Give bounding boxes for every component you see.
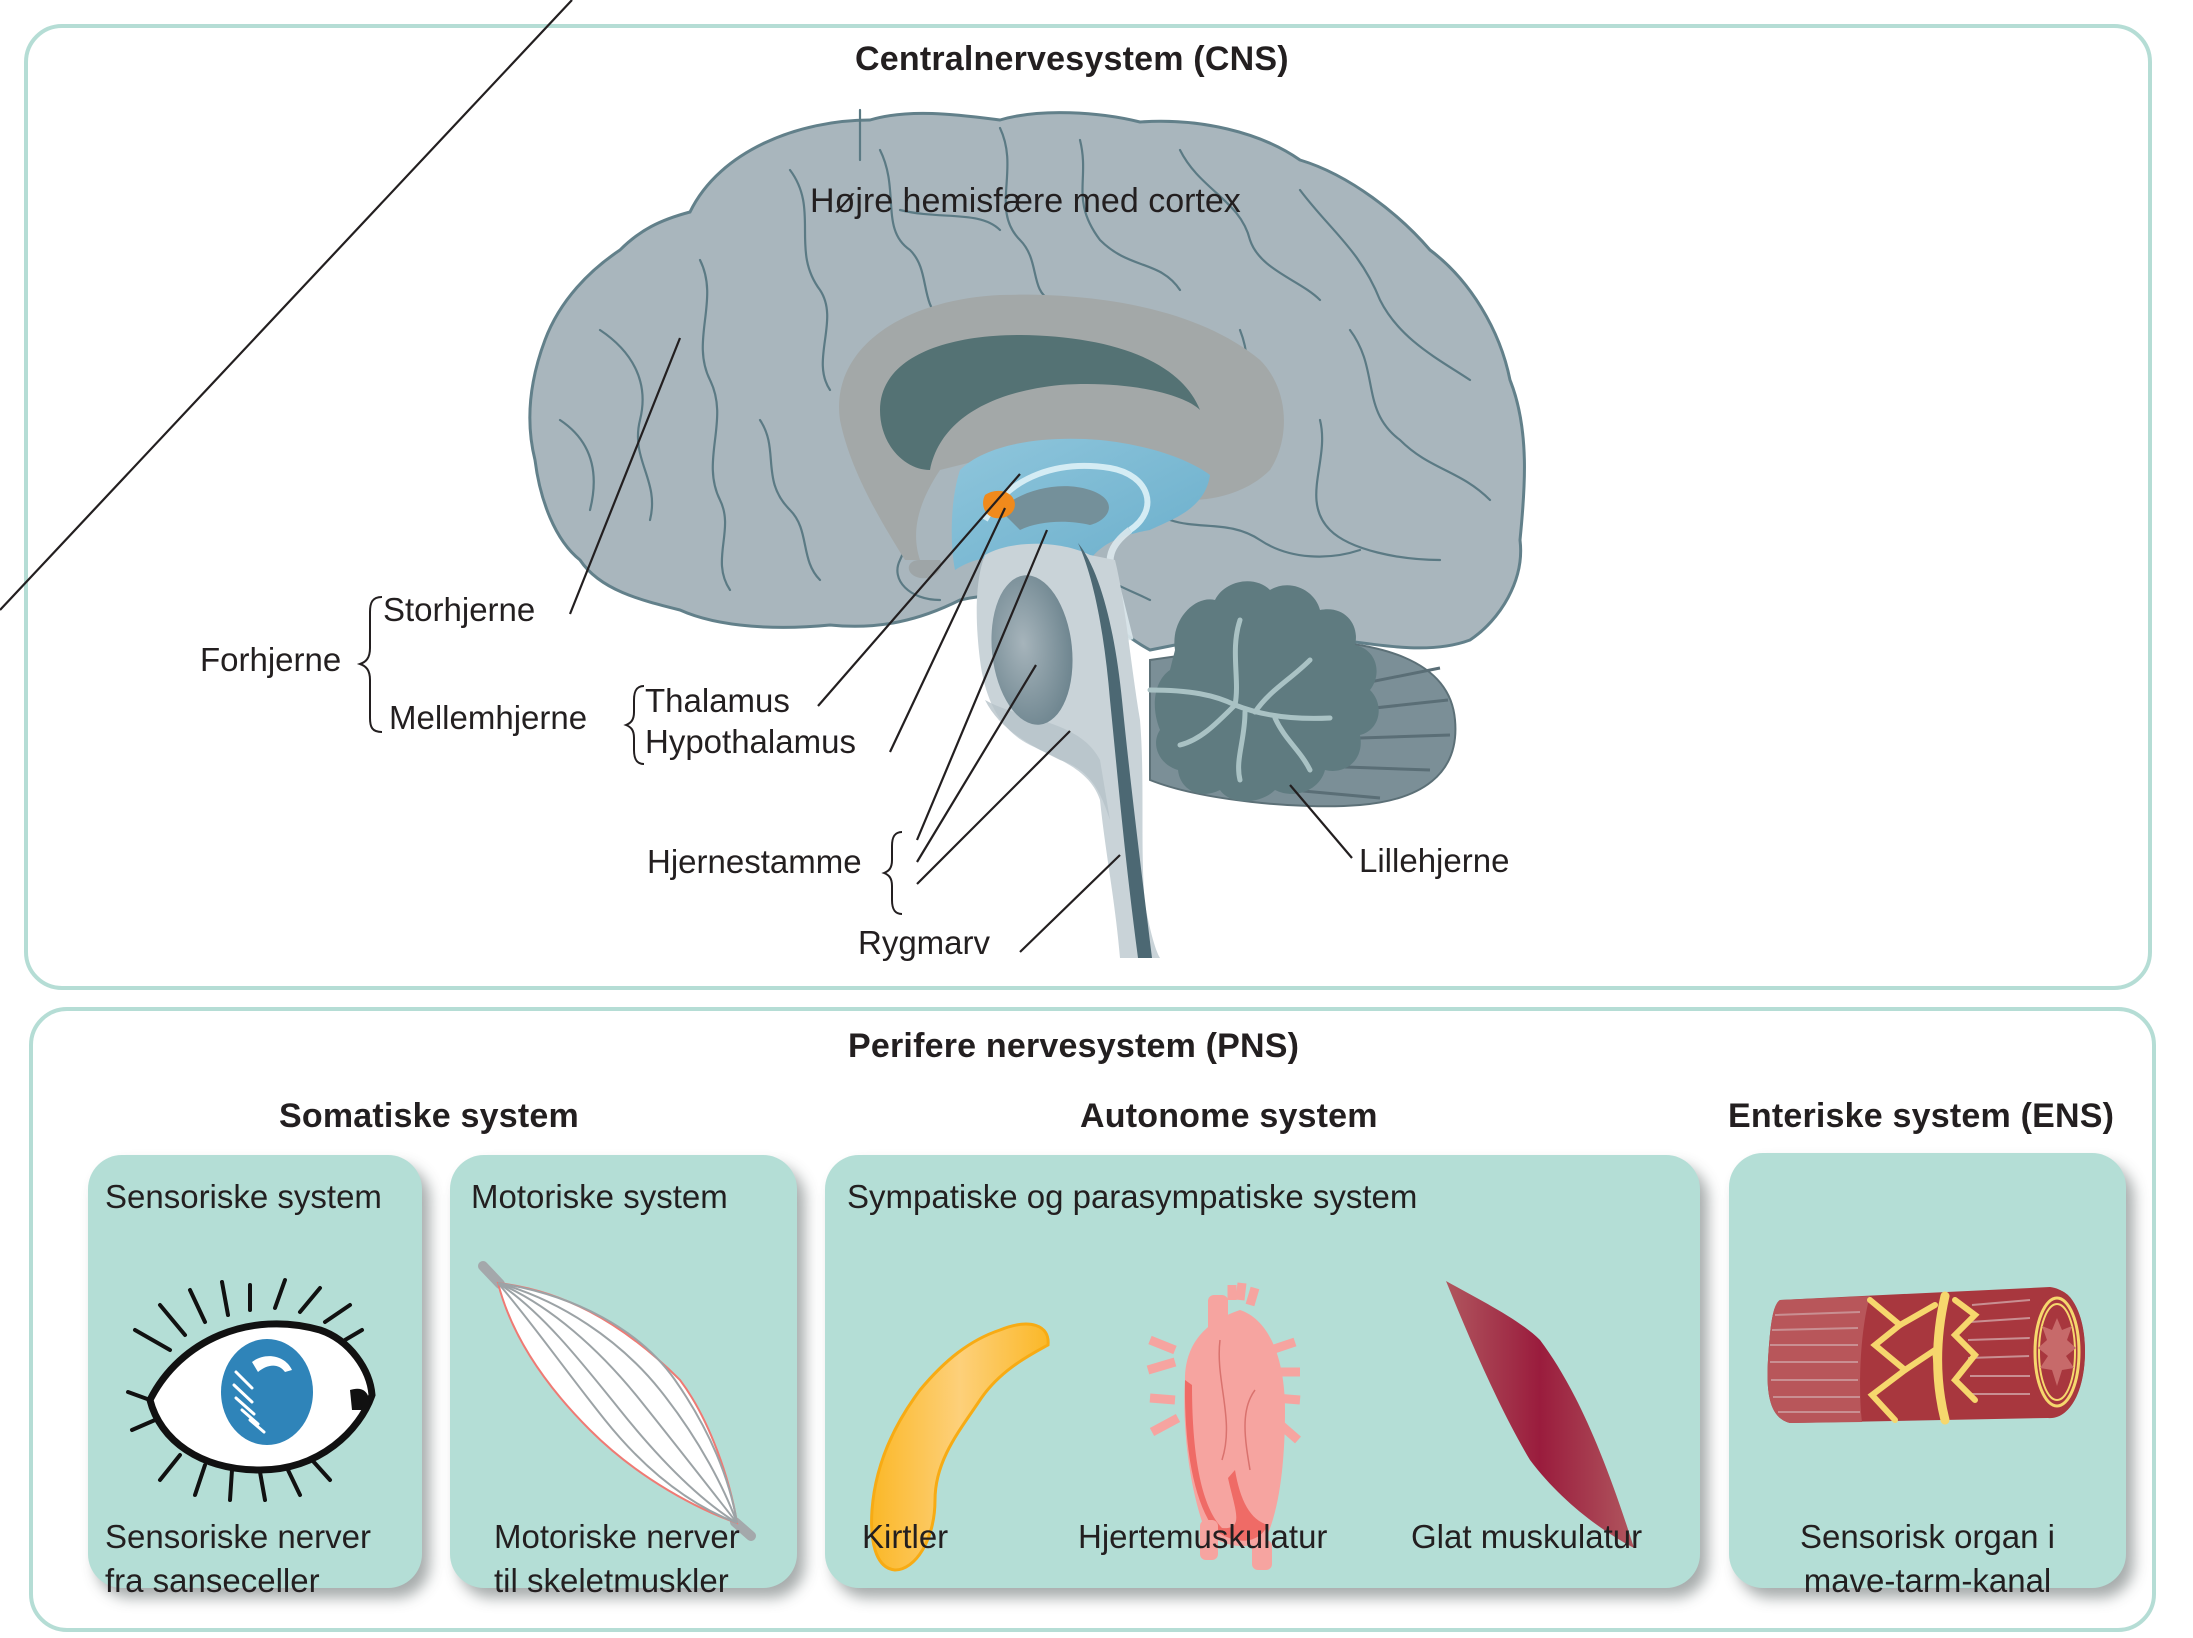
label-cerebellum: Lillehjerne <box>1359 842 1510 879</box>
label-brainstem: Hjernestamme <box>647 843 862 880</box>
thalamus-leader <box>817 473 1021 707</box>
card-sensory-caption: Sensoriske nerver fra sanseceller <box>105 1515 371 1603</box>
autonomic-item-cardiac: Hjertemuskulatur <box>1078 1518 1328 1555</box>
card-sensory-system: Sensoriske system Sensoriske nerver fra … <box>88 1155 422 1599</box>
eye-icon <box>126 1278 376 1502</box>
card-sensory-caption-line1: Sensoriske nerver <box>105 1518 371 1555</box>
label-diencephalon: Mellemhjerne <box>389 699 588 736</box>
leader-lines-cns <box>568 337 1353 953</box>
smooth-muscle-icon <box>1446 1281 1634 1548</box>
section-somatic: Somatiske system <box>279 1097 579 1135</box>
storhjerne-leader <box>568 337 682 615</box>
mellemhjerne-brace <box>623 685 645 765</box>
central-canal <box>1078 543 1152 958</box>
hjernestamme-brace <box>881 831 903 915</box>
card-sensory-caption-line2: fra sanseceller <box>105 1562 320 1599</box>
card-enteric-system: Sensorisk organ i mave-tarm-kanal <box>1729 1153 2126 1599</box>
heart-icon <box>1146 1282 1301 1570</box>
label-forebrain: Forhjerne <box>200 641 342 678</box>
skeletal-muscle-icon <box>478 1261 756 1541</box>
label-spinal-cord: Rygmarv <box>858 924 991 961</box>
rygmarv-leader <box>1019 854 1121 953</box>
card-enteric-caption-line2: mave-tarm-kanal <box>1803 1562 2052 1599</box>
intestine-icon <box>1767 1287 2085 1425</box>
leader-lines <box>0 0 573 611</box>
brainstem-leader-1 <box>915 529 1049 841</box>
label-thalamus: Thalamus <box>645 682 790 719</box>
brainstem-leader-3 <box>916 730 1071 885</box>
gland-icon <box>870 1322 1050 1572</box>
card-autonomic-system: Sympatiske og parasympatiske system <box>825 1155 1700 1588</box>
forhjerne-brace <box>356 596 383 733</box>
braces <box>356 596 903 915</box>
section-enteric: Enteriske system (ENS) <box>1728 1097 2115 1135</box>
card-enteric-caption: Sensorisk organ i mave-tarm-kanal <box>1729 1515 2126 1603</box>
label-cerebrum: Storhjerne <box>383 591 536 628</box>
hypothalamus-leader <box>889 507 1006 753</box>
autonomic-illustrations <box>870 1281 1634 1572</box>
card-motor-caption-line1: Motoriske nerver <box>494 1518 740 1555</box>
brain-illustration <box>0 0 1526 958</box>
card-enteric-caption-line1: Sensorisk organ i <box>1800 1518 2055 1555</box>
brainstem-leader-2 <box>916 664 1037 863</box>
card-sensory-title: Sensoriske system <box>105 1178 382 1215</box>
pns-title: Perifere nervesystem (PNS) <box>848 1027 1300 1065</box>
lillehjerne-leader <box>1289 784 1353 859</box>
cns-title: Centralnervesystem (CNS) <box>855 40 1289 78</box>
autonomic-item-glands: Kirtler <box>862 1518 949 1555</box>
label-hemisphere: Højre hemisfære med cortex <box>810 182 1241 220</box>
label-hypothalamus: Hypothalamus <box>645 723 856 760</box>
card-motor-system: Motoriske system Motoriske nerver <box>450 1155 797 1599</box>
card-motor-caption-line2: til skeletmuskler <box>494 1562 729 1599</box>
hypothalamus-region <box>983 490 1015 519</box>
card-autonomic-title: Sympatiske og parasympatiske system <box>847 1178 1418 1215</box>
lateral-ventricle-region <box>880 335 1200 470</box>
card-motor-caption: Motoriske nerver til skeletmuskler <box>494 1515 740 1603</box>
autonomic-item-smooth: Glat muskulatur <box>1411 1518 1643 1555</box>
section-autonomic: Autonome system <box>1080 1097 1378 1135</box>
cerebellum <box>1147 581 1379 802</box>
card-motor-title: Motoriske system <box>471 1178 728 1215</box>
